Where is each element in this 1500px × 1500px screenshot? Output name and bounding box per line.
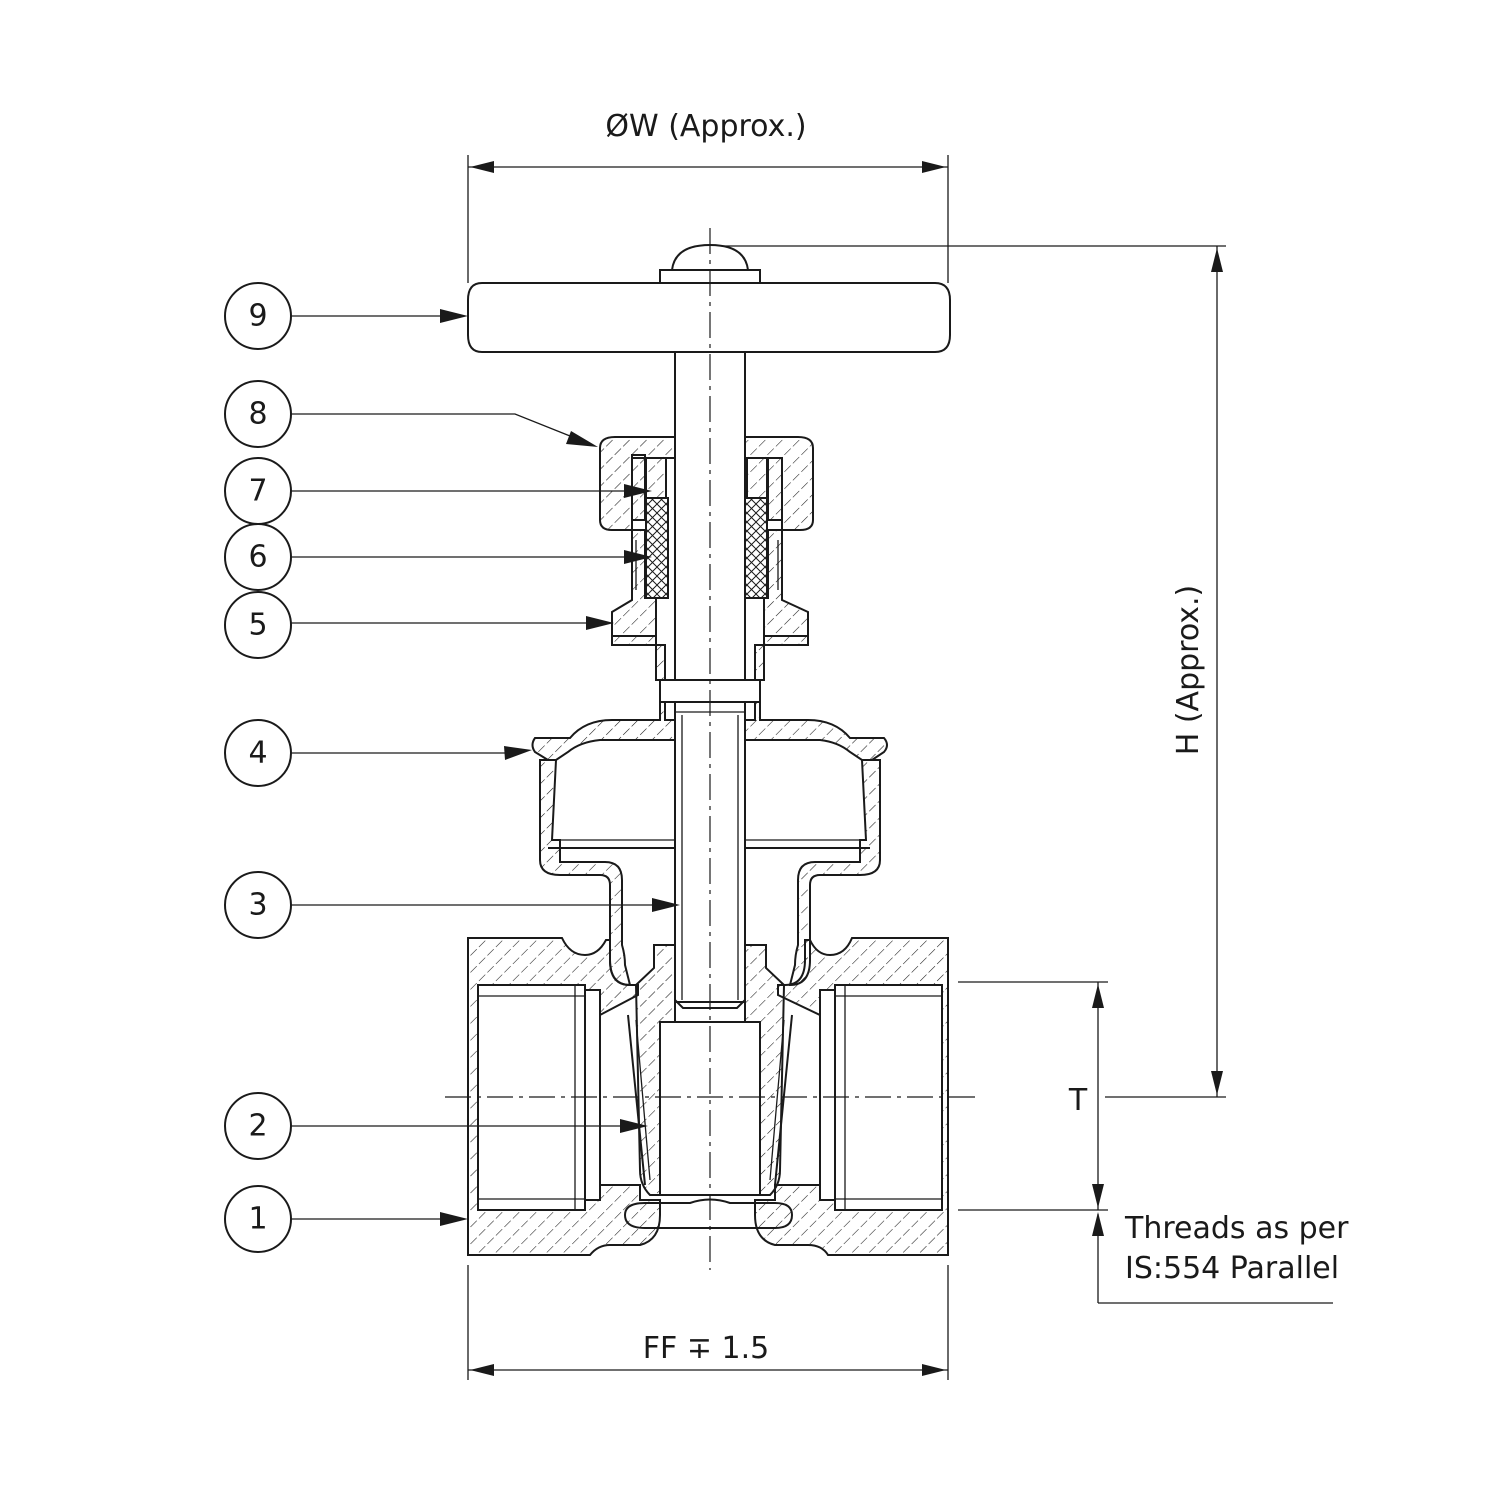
svg-text:8: 8	[248, 397, 267, 432]
balloon-5: 5	[224, 591, 614, 659]
svg-text:9: 9	[248, 299, 267, 334]
bonnet-top-right	[744, 635, 888, 761]
thread-note-leader: Threads as per IS:554 Parallel	[1092, 1211, 1349, 1304]
bonnet-left-wall	[539, 759, 632, 987]
handwheel	[467, 243, 951, 353]
gland-right	[746, 457, 768, 499]
stuffing-box-right	[763, 529, 809, 637]
gland-nut-left	[599, 436, 676, 531]
gland-nut	[599, 436, 814, 531]
face-to-face-label: FF ∓ 1.5	[643, 1331, 769, 1366]
balloon-2: 2	[224, 1092, 648, 1160]
packing-right	[744, 497, 768, 599]
gland-nut-right	[742, 436, 814, 531]
svg-text:2: 2	[248, 1109, 267, 1144]
packing-left	[645, 497, 669, 599]
thread-note-line1: Threads as per	[1124, 1211, 1349, 1246]
balloon-7: 7	[224, 457, 652, 525]
balloon-6: 6	[224, 523, 652, 591]
handwheel-rim	[467, 282, 951, 353]
thread-note-line2: IS:554 Parallel	[1125, 1251, 1339, 1286]
balloon-3: 3	[224, 871, 680, 939]
height-dimension-label: H (Approx.)	[1171, 585, 1206, 756]
balloon-8: 8	[224, 380, 598, 448]
wedge-inner	[659, 1021, 761, 1196]
width-dimension-label: ØW (Approx.)	[605, 109, 806, 144]
bonnet-top	[531, 635, 888, 761]
svg-text:1: 1	[248, 1202, 267, 1237]
bottom-cavity	[623, 1198, 794, 1229]
dimension-width: ØW (Approx.)	[467, 109, 949, 283]
balloon-1: 1	[224, 1185, 468, 1253]
thread-length-label: T	[1068, 1083, 1088, 1118]
dimension-face-to-face: FF ∓ 1.5	[467, 1265, 949, 1380]
balloon-9: 9	[224, 282, 468, 350]
svg-text:3: 3	[248, 888, 267, 923]
bonnet-right-wall	[788, 759, 881, 987]
dimension-thread-length: T	[958, 981, 1108, 1211]
svg-text:7: 7	[248, 474, 267, 509]
dimension-height: H (Approx.)	[722, 245, 1226, 1098]
svg-text:5: 5	[248, 608, 267, 643]
wedge	[627, 944, 793, 1196]
bonnet-top-left	[531, 635, 676, 761]
svg-text:6: 6	[248, 540, 267, 575]
gland-left	[645, 457, 667, 499]
svg-text:4: 4	[248, 736, 267, 771]
balloon-4: 4	[224, 719, 532, 787]
